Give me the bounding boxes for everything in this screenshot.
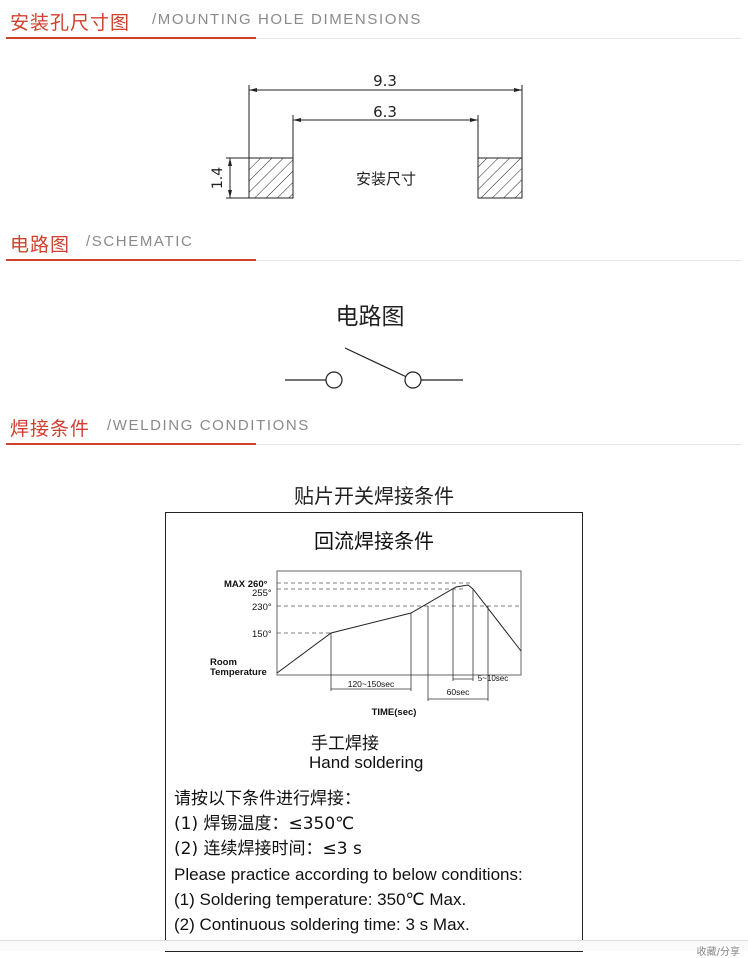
welding-figure-title: 贴片开关焊接条件 bbox=[294, 484, 454, 508]
instruction-line: (2) Continuous soldering time: 3 s Max. bbox=[174, 915, 470, 934]
dim-inner-text: 6.3 bbox=[373, 103, 397, 121]
section-title-en: /MOUNTING HOLE DIMENSIONS bbox=[152, 11, 423, 28]
section-header-welding: 焊接条件 /WELDING CONDITIONS bbox=[6, 414, 742, 454]
pad-left bbox=[248, 157, 294, 199]
switch-schematic: 电路图 bbox=[285, 304, 463, 389]
terminal-left bbox=[325, 371, 343, 389]
y-label-230: 230° bbox=[252, 602, 272, 613]
terminal-right bbox=[404, 371, 422, 389]
section-divider bbox=[256, 260, 742, 261]
section-divider bbox=[256, 444, 742, 445]
bottom-toolbar: 收藏/分享 bbox=[0, 940, 748, 958]
section-header-mounting: 安装孔尺寸图 /MOUNTING HOLE DIMENSIONS bbox=[6, 8, 742, 48]
reflow-profile-chart: MAX 260° 255° 230° 150° Room Temperature… bbox=[210, 570, 522, 718]
section-title-cn: 安装孔尺寸图 bbox=[10, 12, 131, 34]
section-underline bbox=[6, 259, 256, 261]
section-title-en: /WELDING CONDITIONS bbox=[107, 417, 310, 434]
section-title-en: /SCHEMATIC bbox=[86, 233, 194, 250]
y-label-temperature: Temperature bbox=[210, 667, 267, 678]
section-header-schematic: 电路图 /SCHEMATIC bbox=[6, 230, 742, 270]
hand-soldering-en: Hand soldering bbox=[309, 753, 424, 772]
y-label-260: MAX 260° bbox=[224, 579, 268, 590]
interval-label-1: 120~150sec bbox=[348, 679, 395, 689]
mounting-hole-diagram: 9.3 6.3 1.4 安装尺寸 bbox=[210, 72, 523, 199]
section-underline bbox=[6, 443, 256, 445]
interval-label-2: 60sec bbox=[447, 687, 470, 697]
schematic-label: 电路图 bbox=[336, 304, 405, 330]
y-label-255: 255° bbox=[252, 588, 272, 599]
instruction-line: 请按以下条件进行焊接： bbox=[174, 789, 361, 809]
interval-label-3: 5~10sec bbox=[478, 674, 508, 683]
hand-soldering-cn: 手工焊接 bbox=[311, 734, 379, 754]
instruction-line: Please practice according to below condi… bbox=[174, 865, 523, 884]
pad-right bbox=[477, 157, 523, 199]
instruction-line: (1) Soldering temperature: 350℃ Max. bbox=[174, 890, 467, 909]
section-title-cn: 电路图 bbox=[10, 234, 71, 256]
share-link[interactable]: 收藏/分享 bbox=[696, 947, 740, 958]
mounting-label: 安装尺寸 bbox=[356, 170, 416, 188]
section-title-cn: 焊接条件 bbox=[10, 418, 91, 440]
welding-box: 回流焊接条件 MAX 260° 255° 230° 150° Room Temp… bbox=[165, 512, 583, 952]
box-title: 回流焊接条件 bbox=[314, 529, 434, 553]
profile-curve bbox=[276, 584, 522, 674]
x-axis-label: TIME(sec) bbox=[372, 707, 417, 718]
section-underline bbox=[6, 37, 256, 39]
y-label-room: Room bbox=[210, 657, 237, 668]
instruction-line: (2) 连续焊接时间：≤3 s bbox=[174, 839, 362, 859]
instruction-list: 请按以下条件进行焊接： (1) 焊锡温度：≤350℃ (2) 连续焊接时间：≤3… bbox=[174, 787, 523, 937]
instruction-line: (1) 焊锡温度：≤350℃ bbox=[174, 814, 355, 834]
dim-outer-text: 9.3 bbox=[373, 72, 397, 90]
y-label-150: 150° bbox=[252, 629, 272, 640]
dim-height-text: 1.4 bbox=[210, 167, 226, 189]
section-divider bbox=[256, 38, 742, 39]
